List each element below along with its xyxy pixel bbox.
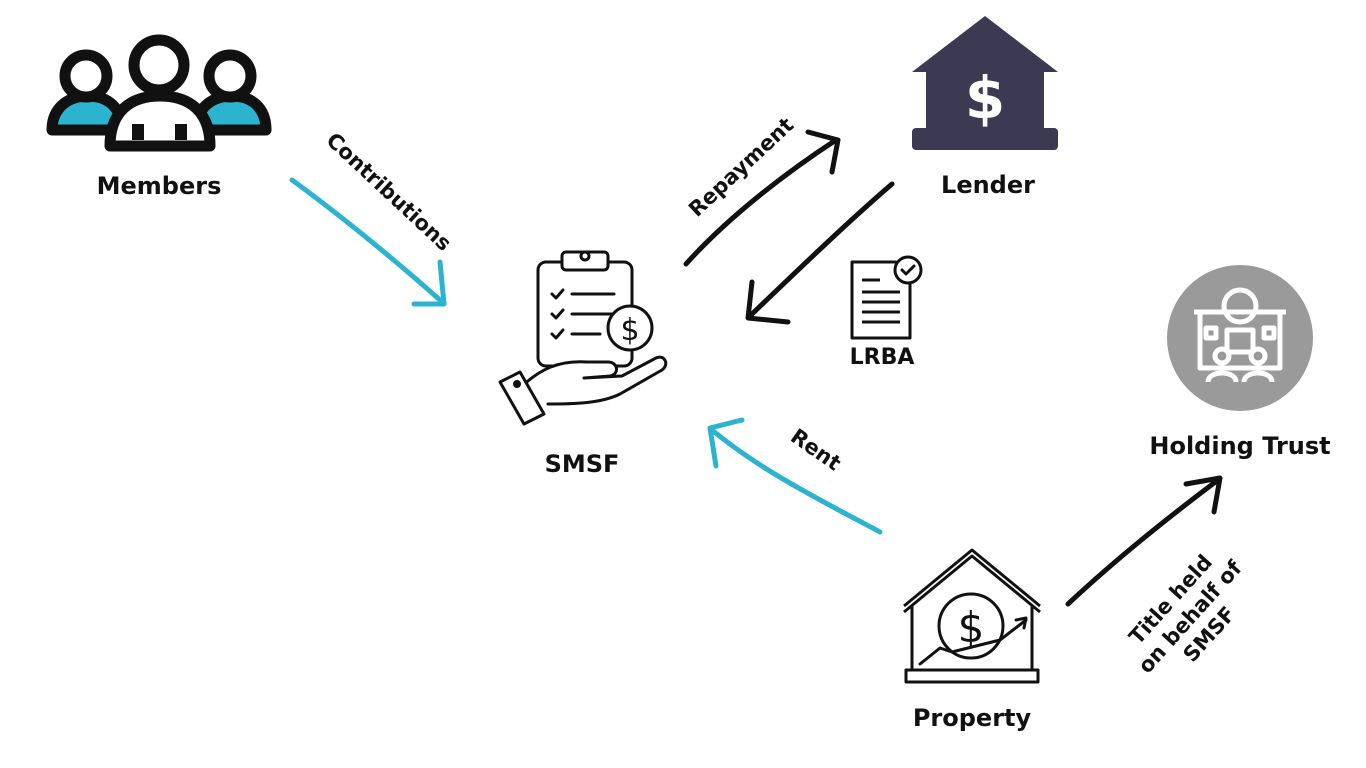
lender-label: Lender	[941, 171, 1035, 199]
rent-arrow	[707, 417, 883, 535]
holding-trust-label: Holding Trust	[1149, 432, 1331, 460]
lrba-label: LRBA	[849, 345, 915, 370]
title-arrow	[1065, 475, 1223, 607]
building-gear-people-icon	[1167, 265, 1313, 411]
members-label: Members	[96, 172, 222, 200]
svg-text:$: $	[965, 64, 1005, 132]
property-label: Property	[912, 704, 1032, 732]
people-group-icon	[46, 34, 272, 152]
bank-dollar-icon: $	[912, 16, 1058, 150]
hand-clipboard-dollar-icon: $	[498, 250, 668, 426]
house-dollar-growth-icon: $	[903, 548, 1041, 684]
repayment-arrow	[683, 129, 841, 267]
smsf-label: SMSF	[544, 450, 620, 478]
contributions-arrow	[289, 177, 447, 307]
document-check-icon	[850, 255, 923, 340]
lrba-arrow	[745, 181, 895, 325]
svg-text:$: $	[620, 313, 639, 348]
